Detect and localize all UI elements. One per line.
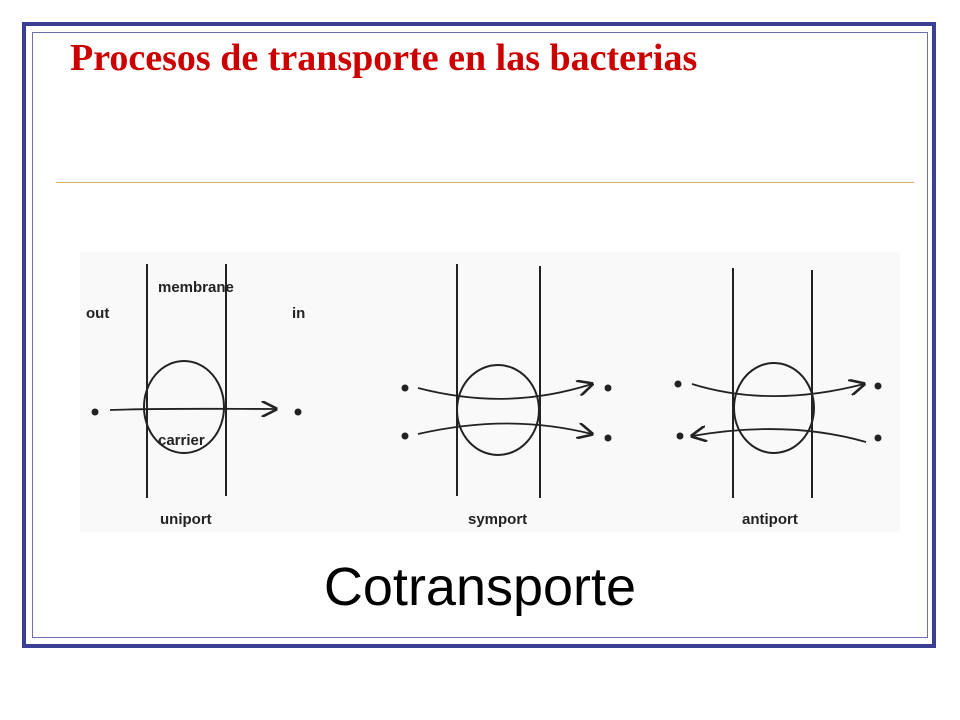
uniport-label-out: out xyxy=(86,305,109,322)
symport-carrier xyxy=(456,364,540,456)
antiport-arrow-outward xyxy=(692,429,867,443)
symport-panel: symport xyxy=(401,264,612,528)
title-divider xyxy=(56,182,914,183)
antiport-molecule-out-top xyxy=(674,380,682,388)
slide-frame-inner xyxy=(32,32,928,638)
symport-label-name: symport xyxy=(468,511,527,528)
transport-diagram: membrane out in carrier uniport symport xyxy=(80,252,900,532)
antiport-carrier xyxy=(733,362,815,454)
uniport-molecule-in xyxy=(294,408,302,416)
antiport-label-name: antiport xyxy=(742,511,798,528)
uniport-arrow xyxy=(109,409,276,410)
antiport-molecule-out-bottom xyxy=(676,432,684,440)
uniport-label-membrane: membrane xyxy=(158,279,234,296)
symport-arrow-top xyxy=(417,384,592,400)
uniport-label-carrier: carrier xyxy=(158,432,205,449)
antiport-molecule-in-top xyxy=(874,382,882,390)
symport-molecule-out-top xyxy=(401,384,409,392)
slide-caption: Cotransporte xyxy=(323,557,637,617)
antiport-molecule-in-bottom xyxy=(874,434,882,442)
slide-title: Procesos de transporte en las bacterias xyxy=(70,37,698,79)
uniport-label-in: in xyxy=(292,305,305,322)
antiport-arrow-inward xyxy=(691,384,864,397)
slide-frame-outer xyxy=(22,22,936,648)
symport-arrow-bottom xyxy=(417,422,592,435)
uniport-panel: membrane out in carrier uniport xyxy=(86,264,305,528)
uniport-label-name: uniport xyxy=(160,511,212,528)
symport-molecule-out-bottom xyxy=(401,432,409,440)
antiport-panel: antiport xyxy=(674,268,882,528)
uniport-carrier xyxy=(143,360,225,454)
symport-molecule-in-top xyxy=(604,384,612,392)
uniport-molecule-out xyxy=(91,408,99,416)
symport-molecule-in-bottom xyxy=(604,434,612,442)
